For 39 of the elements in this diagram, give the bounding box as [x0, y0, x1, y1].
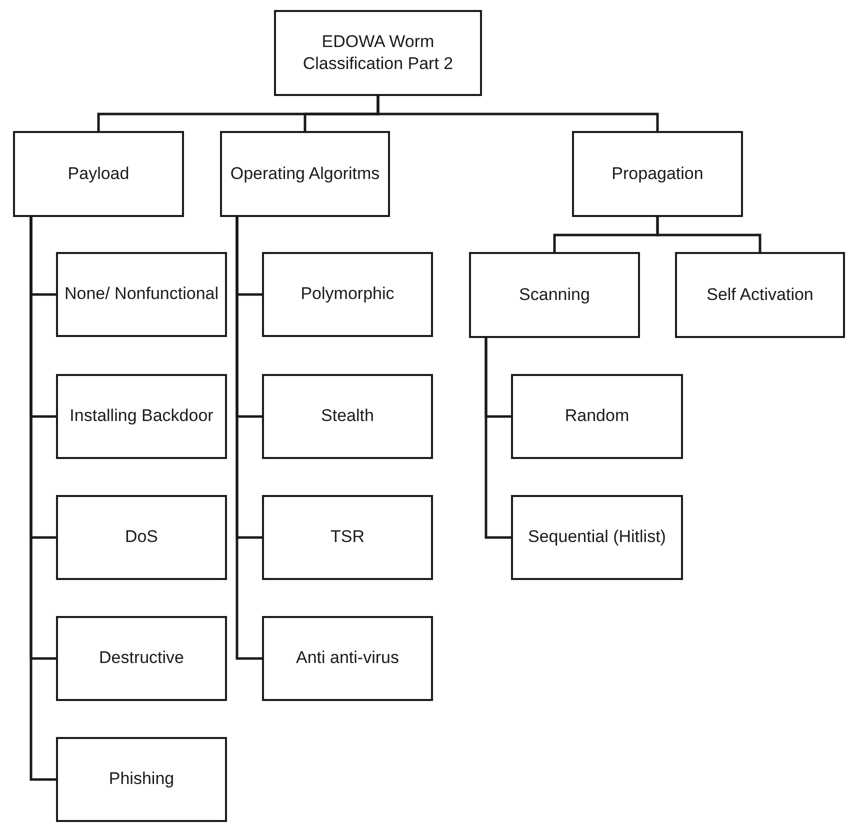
category-label: Payload: [66, 162, 130, 185]
category-box: [511, 374, 683, 459]
category-box: [262, 374, 433, 459]
category-box: [56, 495, 227, 580]
category-label: Destructive: [98, 647, 186, 670]
category-label: Stealth: [320, 405, 375, 428]
category-label: Propagation: [610, 162, 704, 185]
category-box: [220, 131, 390, 217]
connector-line: [30, 217, 56, 781]
category-label: Sequential (Hitlist): [527, 526, 667, 548]
category-box: [511, 495, 683, 580]
category-box: [262, 495, 433, 580]
category-label: Anti anti-virus: [295, 647, 400, 670]
category-label: Scanning: [518, 284, 591, 306]
category-box: [262, 616, 433, 701]
category-box: [572, 131, 743, 217]
connector-line: [236, 217, 262, 660]
category-label: Operating Algoritms: [229, 162, 381, 185]
category-box: [274, 10, 482, 96]
category-label: None/ Nonfunctional: [63, 283, 220, 306]
connector-line: [656, 217, 762, 252]
connector-line: [484, 338, 511, 539]
category-label: DoS: [124, 526, 160, 548]
category-box: [56, 374, 227, 459]
category-label: Self Activation: [706, 284, 814, 306]
category-box: [56, 737, 227, 822]
category-label: Random: [564, 405, 630, 428]
category-label: Polymorphic: [300, 283, 396, 306]
category-label: EDOWA Worm Classification Part 2: [302, 30, 454, 75]
connector-line: [376, 96, 659, 131]
category-label: Phishing: [108, 768, 176, 790]
category-label: TSR: [330, 526, 366, 548]
category-box: [56, 616, 227, 701]
category-box: [56, 252, 227, 337]
category-box: [675, 252, 845, 338]
category-box: [262, 252, 433, 337]
category-box: [13, 131, 184, 217]
category-label: Installing Backdoor: [68, 405, 214, 428]
category-box: [469, 252, 640, 338]
